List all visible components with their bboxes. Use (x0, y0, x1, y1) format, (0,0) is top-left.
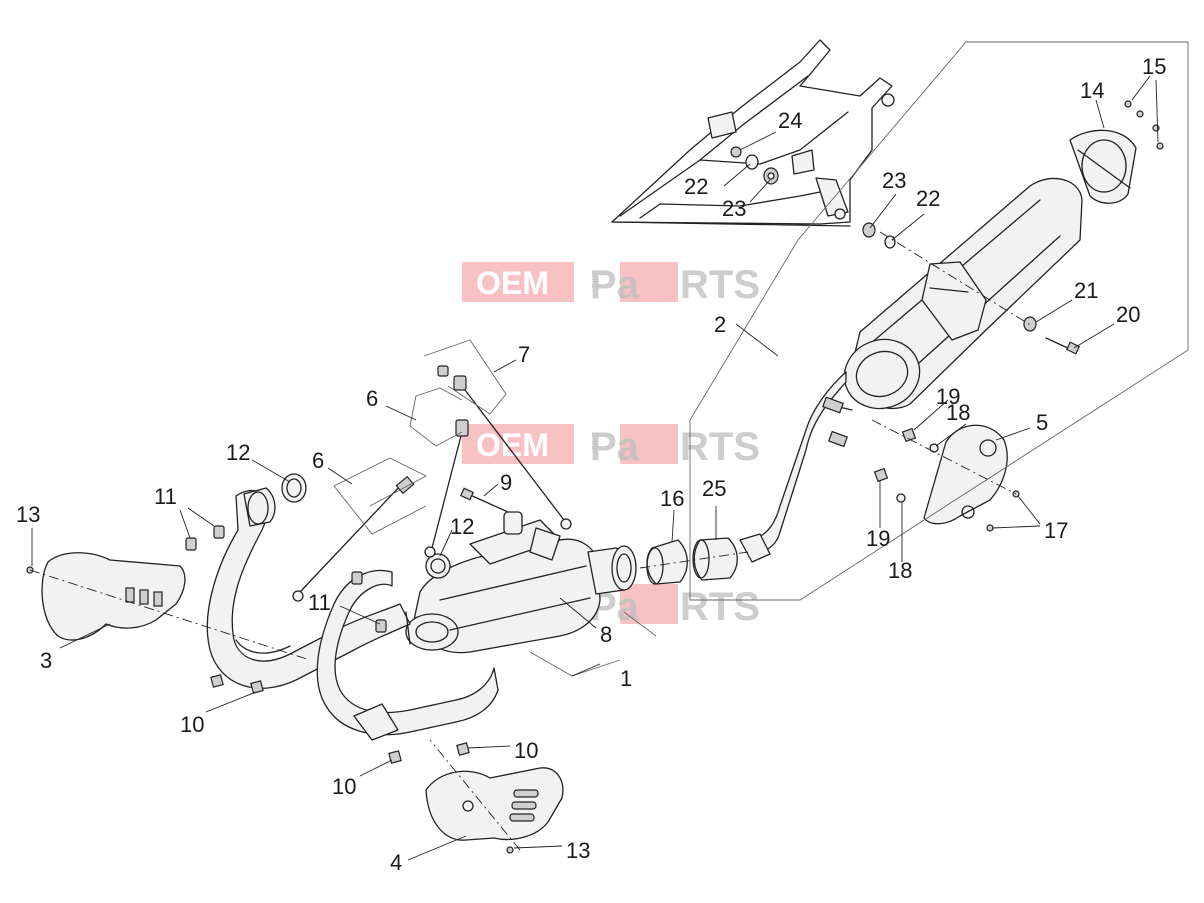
exhaust-clamp (692, 537, 738, 581)
callout-19-upper: 19 (936, 384, 960, 409)
callout-10-bottom: 10 (332, 774, 356, 799)
watermark-middle: OEM BIKE Pa RTS (462, 424, 760, 469)
callout-22-right: 22 (916, 186, 940, 211)
callout-22-left: 22 (684, 174, 708, 199)
callout-11-upper: 11 (154, 484, 177, 509)
watermark-rts-top: RTS (680, 263, 760, 307)
callout-18-lower: 18 (888, 558, 912, 583)
watermark-pa-middle: Pa (590, 425, 640, 469)
header-gasket-upper (281, 473, 307, 503)
catalyst-mount-rubber (503, 511, 523, 535)
callout-2: 2 (714, 312, 726, 337)
group-boxes (333, 41, 1189, 677)
watermark-pa-top: Pa (590, 263, 640, 307)
callout-13-bottom: 13 (566, 838, 590, 863)
header-pipe-front (206, 487, 411, 689)
callout-18-upper: 18 (946, 400, 970, 425)
watermark-rts-bottom: RTS (680, 585, 760, 629)
callout-19-lower: 19 (866, 526, 890, 551)
callout-10-right: 10 (514, 738, 538, 763)
muffler-end-cap (1069, 100, 1164, 204)
callout-6-upper: 6 (366, 386, 378, 411)
callout-23-right: 23 (882, 168, 906, 193)
callout-11-lower: 11 (308, 590, 331, 615)
watermark-rts-middle: RTS (680, 425, 760, 469)
connector-sleeve (646, 539, 688, 585)
rear-subframe (611, 39, 895, 227)
callout-17: 17 (1044, 518, 1068, 543)
callout-12-lower: 12 (450, 514, 474, 539)
watermark-oem-top: OEM (476, 265, 549, 301)
callout-23-left: 23 (722, 196, 746, 221)
callout-5: 5 (1036, 410, 1048, 435)
callout-13-left: 13 (16, 502, 40, 527)
watermark-bike-top: BIKE (591, 270, 600, 288)
heat-shield-rear (425, 767, 564, 854)
callout-8: 8 (600, 622, 612, 647)
callout-24: 24 (778, 108, 802, 133)
watermark-bike-middle: BIKE (591, 432, 600, 450)
heat-shield-clips (873, 427, 939, 503)
callout-4: 4 (390, 850, 402, 875)
callout-16: 16 (660, 486, 684, 511)
muffler-assembly (843, 177, 1083, 410)
watermark-top: OEM BIKE Pa RTS (462, 262, 760, 307)
callout-25: 25 (702, 476, 726, 501)
callout-12-upper: 12 (226, 440, 250, 465)
callout-14: 14 (1080, 78, 1104, 103)
callout-15: 15 (1142, 54, 1166, 79)
callout-21: 21 (1074, 278, 1098, 303)
catalyst-mount-bolt (460, 487, 509, 513)
assembly-lines (29, 231, 1033, 851)
leader-lines (31, 75, 1159, 861)
callout-3: 3 (40, 648, 52, 673)
watermark-oem-middle: OEM (476, 427, 549, 463)
header-pipe-rear (316, 569, 499, 741)
callout-1: 1 (620, 666, 632, 691)
callout-9: 9 (500, 470, 512, 495)
header-gasket-lower (425, 553, 451, 579)
heat-shield-right (923, 424, 1020, 532)
callout-6-lower: 6 (312, 448, 324, 473)
callouts: 1 2 3 4 5 6 6 7 8 9 10 10 10 11 11 12 12… (16, 54, 1166, 875)
lambda-sensor-3 (437, 365, 572, 530)
header-studs (185, 525, 387, 633)
lambda-sensor-2 (424, 419, 469, 558)
frame-mount-hardware (730, 146, 896, 249)
callout-7: 7 (518, 342, 530, 367)
heat-shield-front (26, 552, 186, 641)
catalytic-converter (405, 519, 637, 654)
callout-20: 20 (1116, 302, 1140, 327)
callout-10-left: 10 (180, 712, 204, 737)
link-pipe (739, 371, 853, 563)
